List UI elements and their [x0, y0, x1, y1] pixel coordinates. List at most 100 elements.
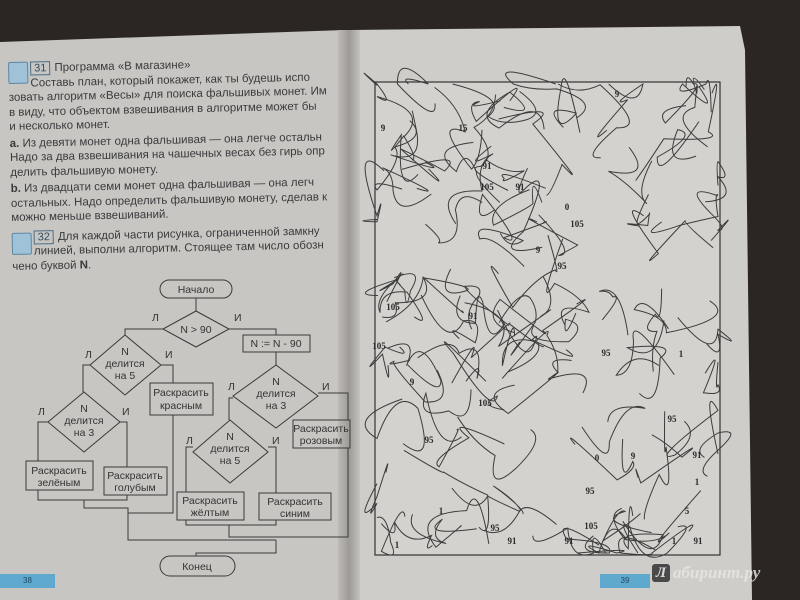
outline-curve [615, 330, 675, 376]
region-number: 0 [595, 453, 600, 463]
outline-curve [387, 343, 442, 388]
outline-curve [452, 83, 537, 123]
outline-curve [473, 94, 509, 191]
region-number: 1 [679, 349, 684, 359]
color-pink: розовым [300, 435, 342, 447]
book-gutter [338, 30, 360, 600]
outline-curve [501, 330, 572, 379]
region-number: 9 [615, 89, 620, 99]
outline-curve [364, 463, 389, 514]
outline-curve [403, 449, 490, 532]
outline-curve [553, 78, 581, 133]
start-label: Начало [178, 284, 215, 296]
region-outlines [362, 67, 732, 558]
outline-curve [532, 527, 607, 556]
outline-curve [631, 210, 714, 262]
outline-curve [643, 411, 670, 520]
region-number: 0 [565, 202, 570, 212]
outline-curve [492, 185, 543, 226]
connector [83, 500, 276, 541]
region-number: 91 [565, 536, 575, 546]
cond-div: делится [210, 443, 249, 455]
outline-curve [479, 193, 547, 241]
end-terminal [159, 555, 236, 577]
outline-curve [436, 426, 505, 468]
outline-curve [511, 167, 543, 251]
assign-label: N := N - 90 [250, 338, 301, 350]
region-number: 105 [478, 398, 492, 408]
paint-label: Раскрасить [182, 495, 238, 507]
true-label: И [322, 381, 330, 393]
outline-curve [498, 111, 573, 196]
outline-curve [627, 194, 651, 227]
decision-gt90 [161, 310, 231, 348]
decision-div5-right [192, 419, 269, 484]
false-label: Л [186, 435, 193, 447]
outline-curve [635, 83, 718, 181]
true-label: И [122, 406, 130, 418]
outline-curve [666, 400, 719, 457]
region-number: 9 [381, 123, 386, 133]
outline-curve [625, 320, 667, 399]
box-darkblue [258, 492, 332, 521]
decision-div5 [89, 334, 162, 396]
outline-curve [417, 344, 480, 382]
region-number: 91 [516, 182, 526, 192]
outline-curve [364, 398, 425, 452]
outline-curve [633, 300, 719, 334]
outline-curve [434, 86, 483, 170]
outline-curve [369, 346, 405, 378]
region-number: 91 [483, 161, 493, 171]
watermark: Л абиринт.ру [652, 563, 760, 583]
cond-n: N [80, 403, 88, 415]
outline-curve [447, 145, 494, 224]
region-number: 91 [469, 311, 479, 321]
page-number-right: 39 [600, 574, 650, 588]
outline-curve [478, 228, 525, 267]
outline-curve [622, 506, 664, 550]
watermark-text: абиринт.ру [673, 563, 761, 582]
outline-curve [598, 289, 629, 336]
connector [37, 421, 48, 461]
region-number: 1 [439, 506, 444, 516]
color-darkblue: синим [280, 508, 310, 520]
outline-curve [581, 406, 646, 454]
connector [185, 520, 277, 526]
outline-curve [696, 191, 729, 241]
cond-label: N > 90 [180, 324, 211, 336]
outline-curve [425, 196, 483, 244]
outline-curve [363, 72, 414, 138]
outline-curve [396, 67, 436, 113]
outline-curve [464, 285, 510, 330]
connector [37, 490, 128, 501]
outline-curve [378, 273, 423, 321]
region-number: 5 [685, 506, 690, 516]
color-red: красным [160, 400, 202, 412]
outline-curve [380, 521, 433, 549]
true-label: И [272, 435, 280, 447]
outline-curve [471, 87, 518, 123]
outline-curve [492, 298, 586, 335]
true-label: И [234, 312, 242, 324]
cond-on3: на 3 [74, 427, 95, 439]
false-label: Л [152, 312, 159, 324]
cond-div: делится [105, 358, 144, 370]
outline-curve [376, 511, 406, 556]
region-number: 1 [395, 540, 400, 550]
box-yellow [176, 491, 245, 521]
color-yellow: жёлтым [191, 507, 230, 519]
outline-curve [501, 327, 540, 373]
outline-curve [577, 528, 628, 554]
connector [161, 364, 174, 383]
outline-curve [400, 148, 451, 182]
outline-curve [677, 317, 732, 353]
outline-curve [702, 359, 720, 395]
box-green [25, 460, 94, 491]
outline-curve [650, 193, 719, 233]
outline-curve [557, 83, 630, 159]
paint-label: Раскрасить [107, 470, 163, 482]
region-number: 95 [491, 523, 501, 533]
